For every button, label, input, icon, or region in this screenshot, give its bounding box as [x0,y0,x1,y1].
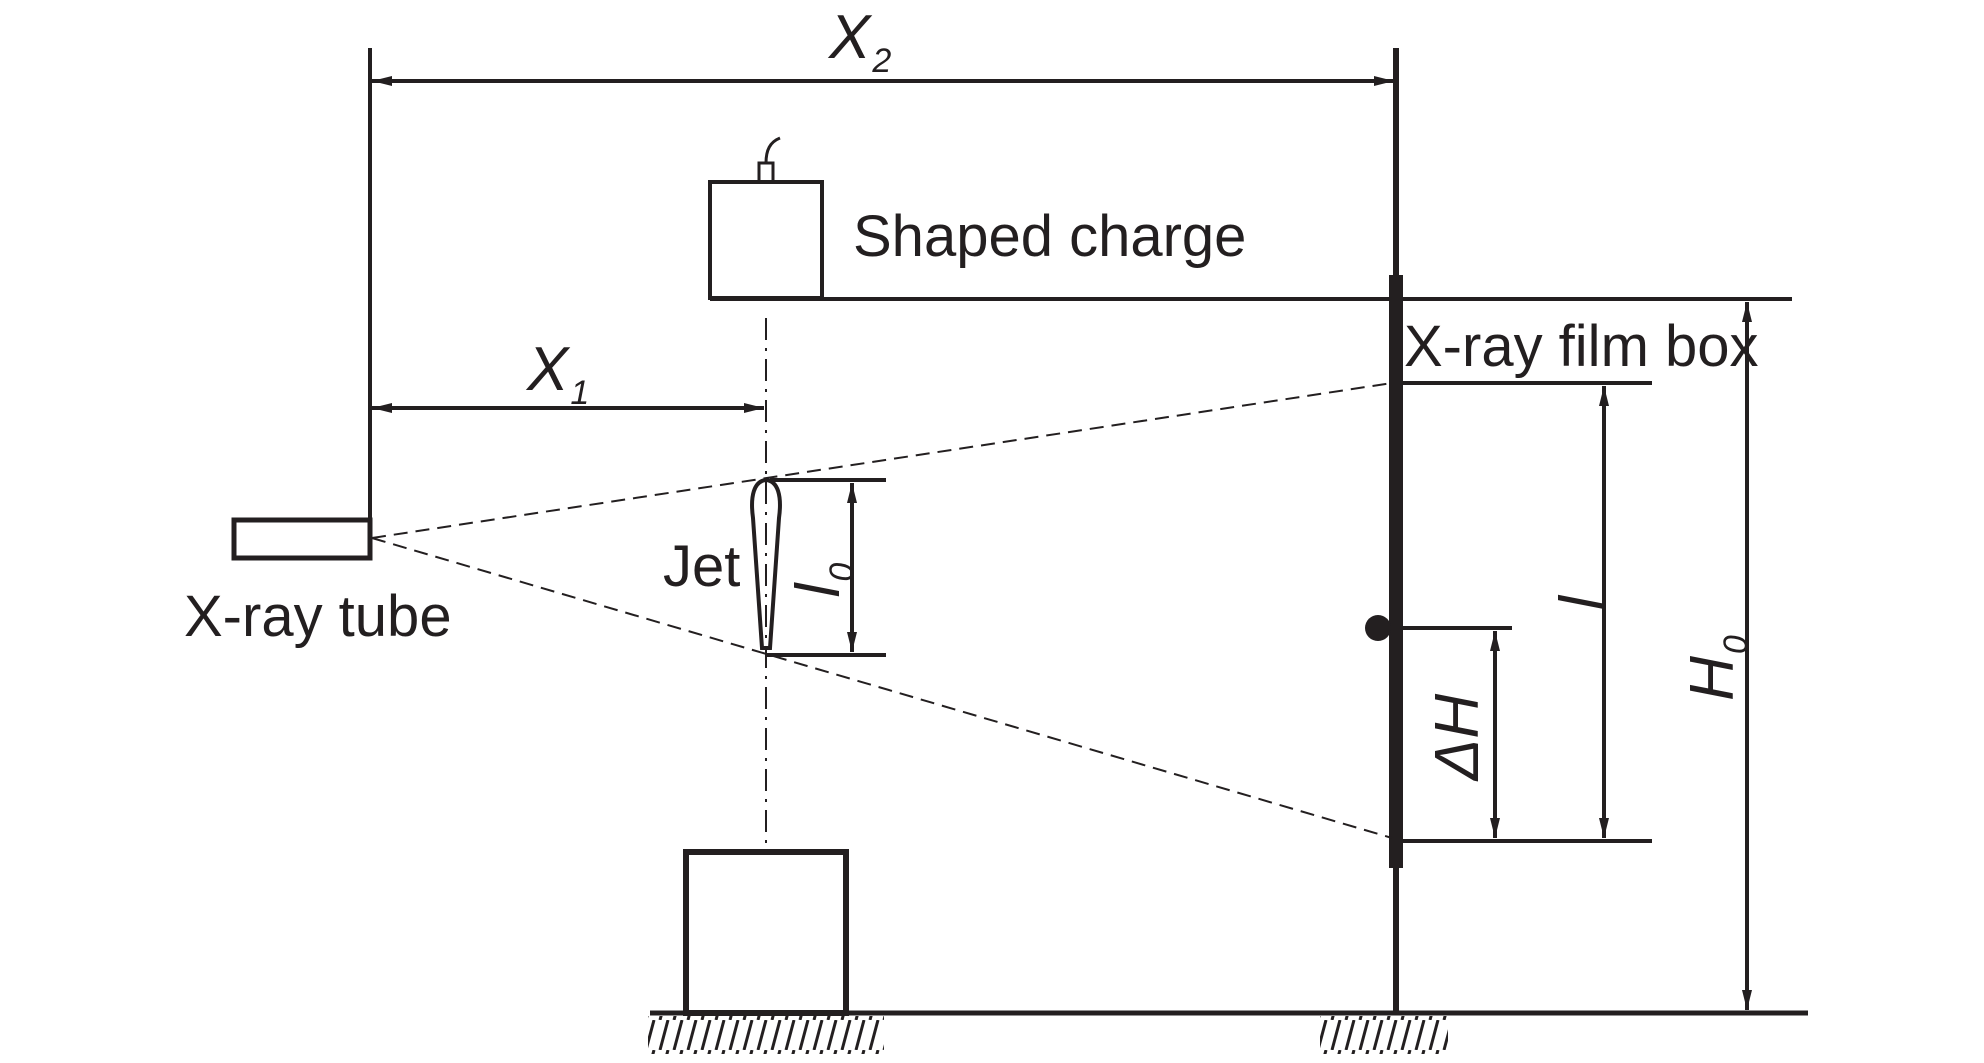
shaped-charge-label: Shaped charge [853,204,1246,269]
detonator-cap [757,161,775,184]
x1-symbol: X1 [525,335,589,412]
film-marker-dot [1365,615,1391,641]
shaped-charge-box [708,180,824,300]
xray-beam-upper [371,382,1393,539]
svg-text:ΔH: ΔH [1423,694,1492,783]
xray-tube [231,517,373,561]
jet-label: Jet [663,534,740,599]
witness-block [683,849,849,1016]
svg-text:H0: H0 [1678,635,1755,701]
svg-text:l: l [1548,594,1617,610]
l0-symbol: l0 [784,563,861,598]
x2-symbol: X2 [827,3,891,80]
svg-text:l0: l0 [784,563,861,598]
xray-tube-label: X-ray tube [184,584,452,649]
jet-shape [750,477,782,650]
xray-beam-lower [371,537,1393,839]
ground-hatch-left [648,1016,884,1054]
ground-hatch-right [1320,1016,1448,1054]
detonator-wire [764,136,781,164]
xray-film-box-label: X-ray film box [1404,314,1759,379]
h0-symbol: H0 [1678,635,1755,701]
l-symbol: l [1548,594,1617,610]
delta-h-symbol: ΔH [1423,694,1492,783]
